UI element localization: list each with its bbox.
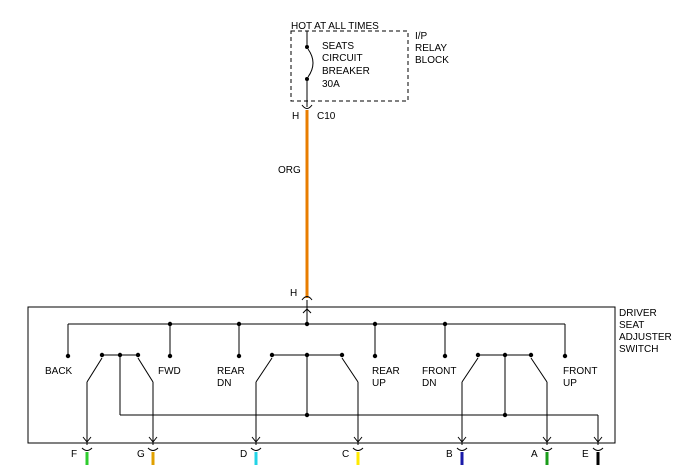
switch-outline [27, 306, 616, 444]
pin-arrow-icon [457, 436, 467, 443]
label-rear-up-1: REAR [372, 366, 400, 377]
label-rear-dn-2: DN [217, 378, 231, 389]
pin-connector-icon [147, 447, 159, 451]
switch-blade-front-dn [461, 357, 479, 383]
pin-label: F [71, 449, 77, 460]
pin-f: F [71, 436, 93, 465]
breaker-terminal-top [305, 45, 309, 49]
ground-contact [528, 352, 534, 358]
switch-name-line-1: DRIVER [619, 308, 657, 319]
pin-label: B [446, 449, 453, 460]
switch-name-line-2: SEAT [619, 320, 644, 331]
org-wire-label: ORG [278, 165, 301, 176]
switch-blade-fwd [137, 357, 154, 383]
pin-g: G [137, 436, 159, 465]
switch-name-line-3: ADJUSTER [619, 332, 672, 343]
label-rear-dn-1: REAR [217, 366, 245, 377]
switch-blade-rear-dn [255, 357, 273, 383]
label-front-up-2: UP [563, 378, 577, 389]
relay-name-line-3: BLOCK [415, 55, 449, 66]
label-front-dn-1: FRONT [422, 366, 456, 377]
ground-contact [269, 352, 275, 358]
c10-connector-icon [301, 104, 313, 109]
label-front-up-1: FRONT [563, 366, 597, 377]
c10-pin-label: H [292, 111, 299, 122]
pin-d: D [240, 436, 262, 465]
pin-a: A [531, 436, 553, 465]
relay-name-line-2: RELAY [415, 43, 447, 54]
pin-connector-icon [592, 447, 604, 451]
contact-rear-up [372, 353, 378, 359]
switch-blade-front-up [530, 357, 548, 383]
switch-input-arrow [302, 308, 312, 314]
contact-fwd [167, 353, 173, 359]
pin-label: G [137, 449, 145, 460]
label-rear-up-2: UP [372, 378, 386, 389]
ground-bus-junction [304, 412, 310, 418]
pin-e: E [582, 436, 604, 465]
contact-front-dn [442, 353, 448, 359]
pin-label: D [240, 449, 247, 460]
pin-connector-icon [81, 447, 93, 451]
label-fwd: FWD [158, 366, 181, 377]
relay-name-line-1: I/P [415, 31, 428, 42]
pin-arrow-icon [593, 436, 603, 443]
switch-input-connector-icon [301, 296, 313, 301]
contact-rear-dn [236, 353, 242, 359]
breaker-line-2: CIRCUIT [322, 53, 363, 64]
ground-bus-junction [502, 412, 508, 418]
pin-connector-icon [541, 447, 553, 451]
relay-header: HOT AT ALL TIMES [291, 21, 379, 32]
contact-back [65, 353, 71, 359]
breaker-line-4: 30A [322, 79, 340, 90]
pin-label: A [531, 449, 538, 460]
switch-blade-back [86, 357, 103, 383]
contact-front-up [562, 353, 568, 359]
label-back: BACK [45, 366, 73, 377]
relay-block-outline [290, 30, 409, 102]
pin-arrow-icon [353, 436, 363, 443]
switch-blade-rear-up [341, 357, 359, 383]
breaker-line-1: SEATS [322, 41, 354, 52]
pin-arrow-icon [148, 436, 158, 443]
pin-connector-icon [250, 447, 262, 451]
ground-contact [99, 352, 105, 358]
label-front-dn-2: DN [422, 378, 436, 389]
breaker-line-3: BREAKER [322, 66, 370, 77]
ground-contact [339, 352, 345, 358]
pin-connector-icon [352, 447, 364, 451]
ground-contact [475, 352, 481, 358]
switch-name-line-4: SWITCH [619, 344, 658, 355]
pin-arrow-icon [82, 436, 92, 443]
pin-arrow-icon [542, 436, 552, 443]
pin-label: E [582, 449, 589, 460]
pin-b: B [446, 436, 468, 465]
bus-junction [304, 321, 310, 327]
breaker-element [307, 48, 314, 78]
c10-connector-label: C10 [317, 111, 336, 122]
switch-input-pin-label: H [290, 288, 297, 299]
pin-connector-icon [456, 447, 468, 451]
pin-label: C [342, 449, 349, 460]
pin-arrow-icon [251, 436, 261, 443]
pin-c: C [342, 436, 364, 465]
breaker-terminal-bottom [305, 77, 309, 81]
ground-contact [135, 352, 141, 358]
